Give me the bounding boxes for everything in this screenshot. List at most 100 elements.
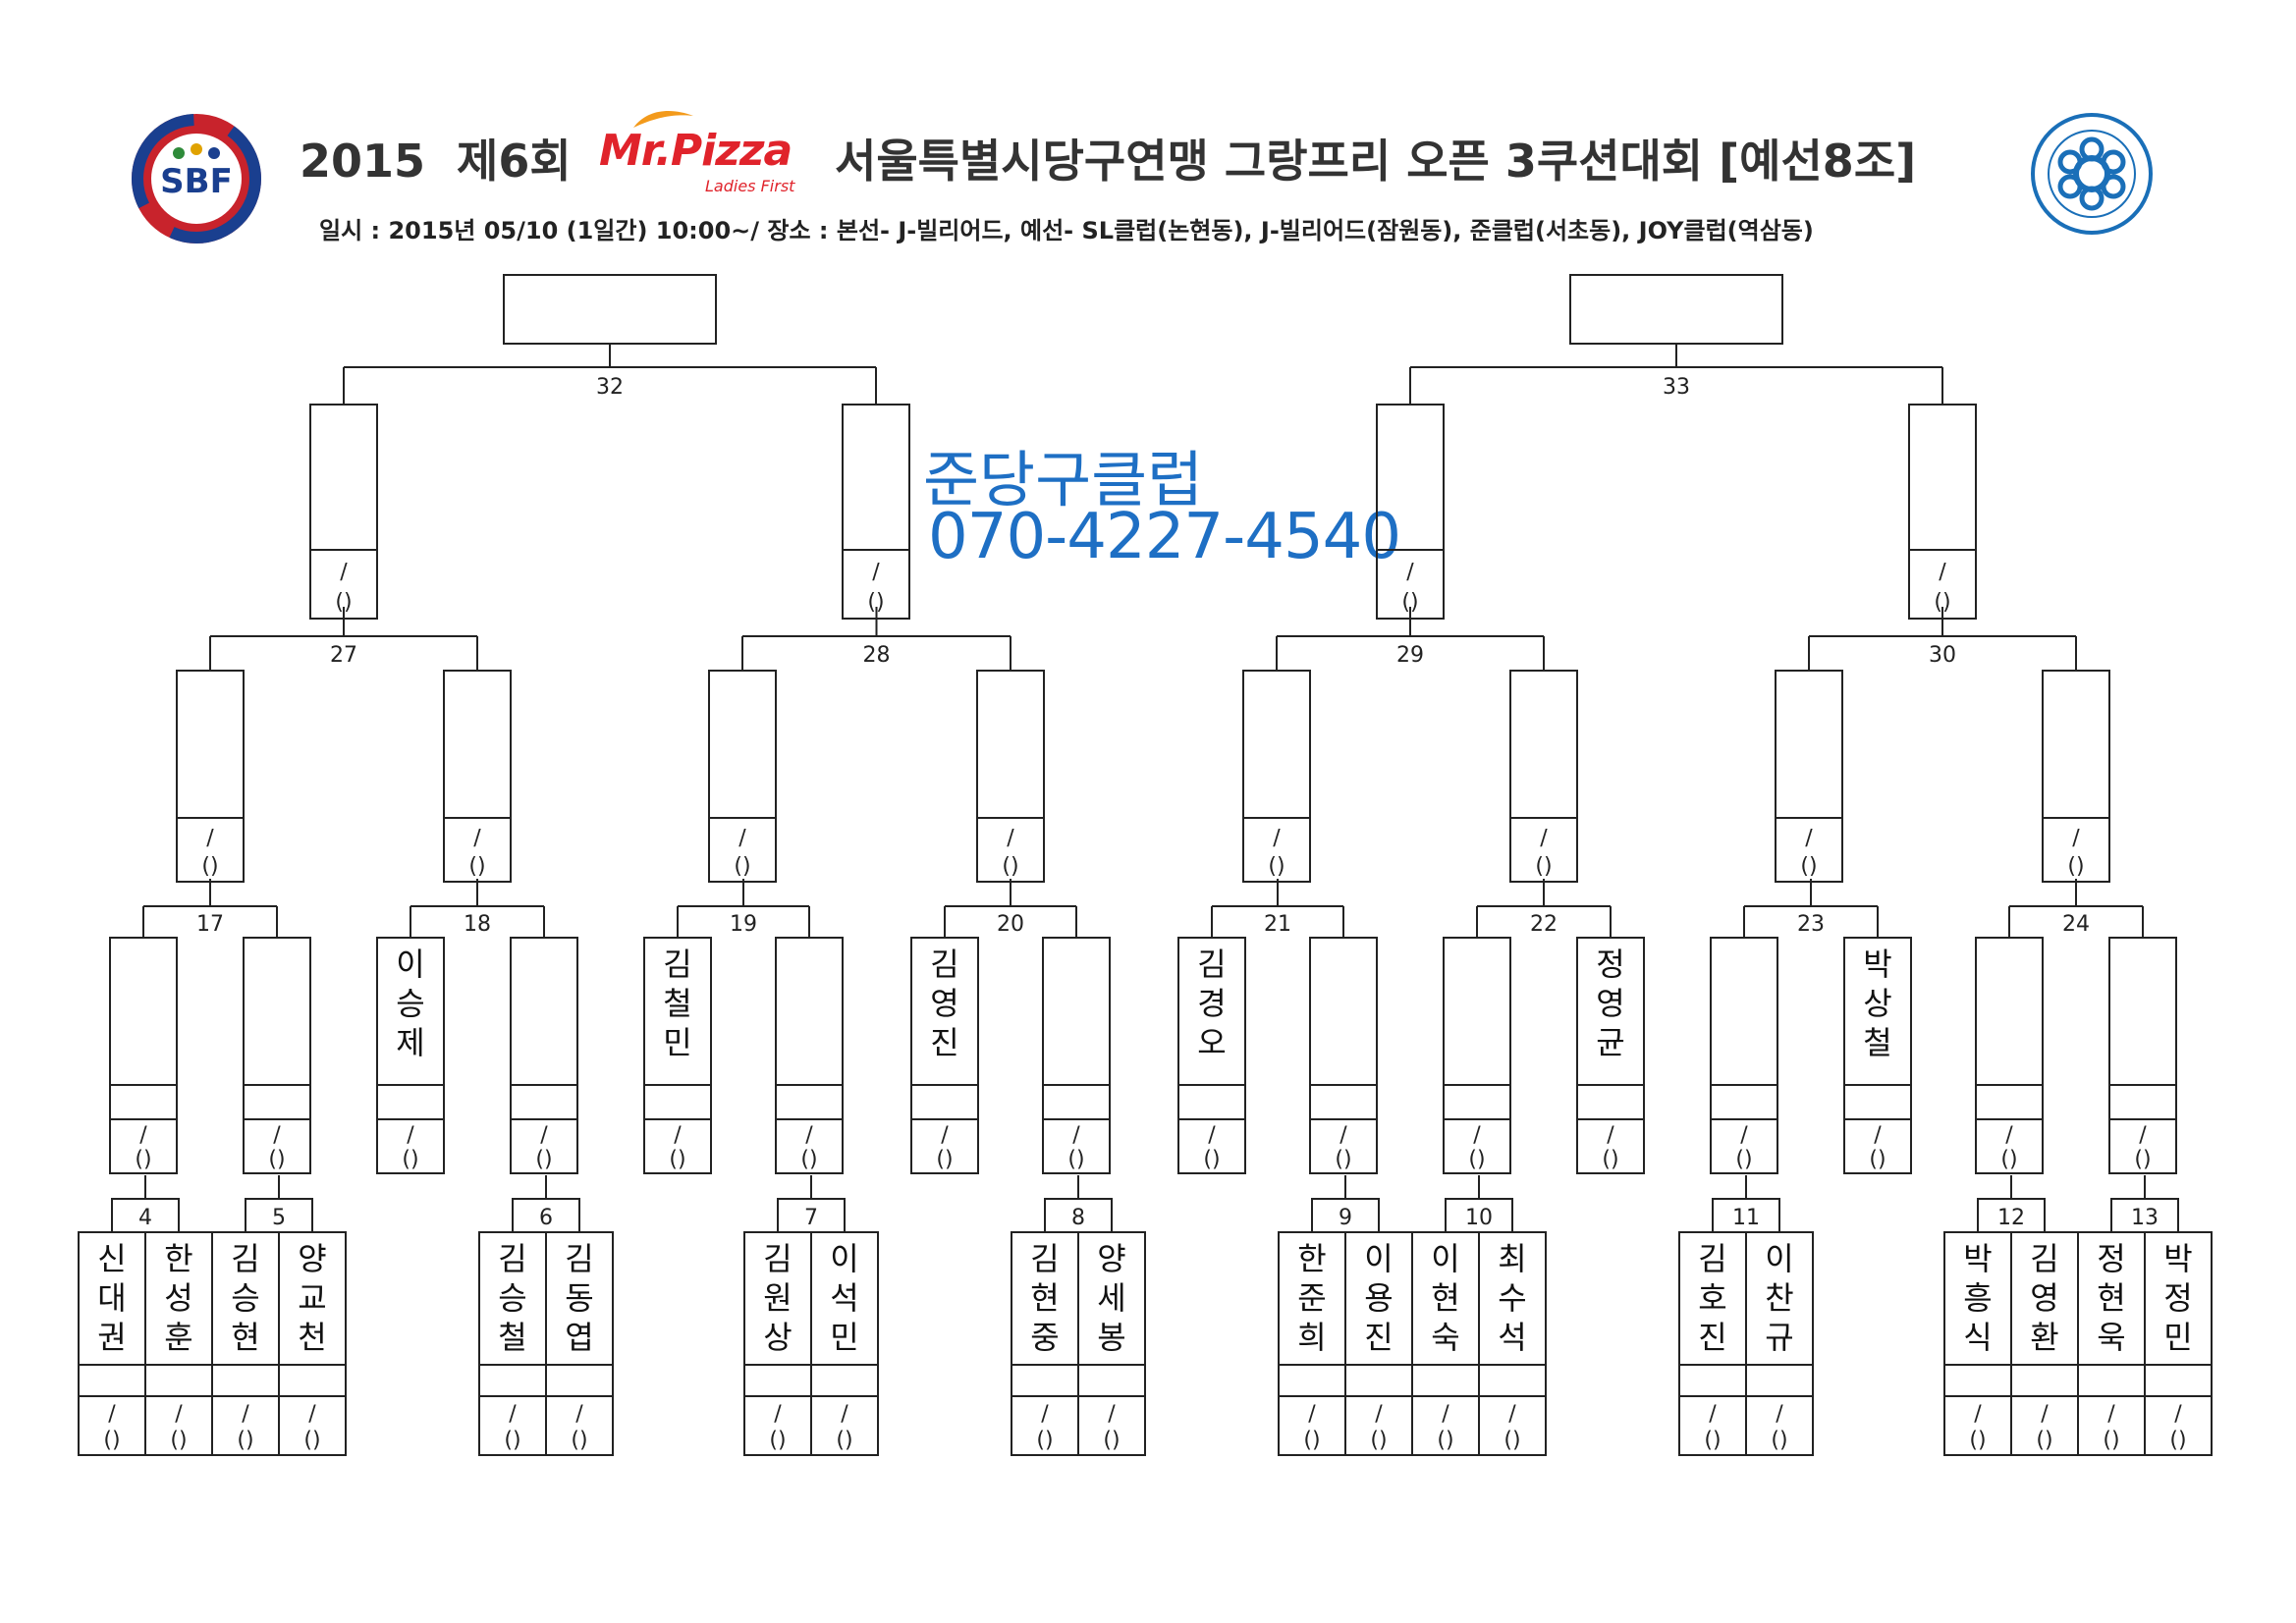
match-number: 8 bbox=[1071, 1206, 1085, 1230]
score-parentheses: () bbox=[1869, 1147, 1886, 1171]
score-parentheses: () bbox=[1002, 854, 1018, 879]
match-number: 9 bbox=[1339, 1206, 1352, 1230]
score-parentheses: () bbox=[2067, 854, 2084, 879]
player-box bbox=[810, 1231, 879, 1456]
score-slash-mark: / bbox=[1406, 560, 1414, 584]
score-slash-mark: / bbox=[841, 1402, 848, 1427]
match-number: 4 bbox=[138, 1206, 152, 1230]
score-slash-mark: / bbox=[941, 1123, 949, 1148]
score-slash-mark: / bbox=[1007, 826, 1014, 850]
match-number: 7 bbox=[804, 1206, 818, 1230]
score-parentheses: () bbox=[402, 1147, 418, 1171]
score-slash-mark: / bbox=[242, 1402, 249, 1427]
score-slash-mark: / bbox=[2107, 1402, 2115, 1427]
score-slash-mark: / bbox=[1308, 1402, 1316, 1427]
match-number: 20 bbox=[997, 912, 1024, 937]
score-slash-mark: / bbox=[2139, 1123, 2147, 1148]
title-edition: 제6회 bbox=[457, 135, 572, 188]
player-box bbox=[1745, 1231, 1814, 1456]
score-parentheses: () bbox=[2134, 1147, 2151, 1171]
score-slash-mark: / bbox=[1339, 1123, 1347, 1148]
match-number: 32 bbox=[596, 375, 624, 400]
score-slash-mark: / bbox=[1939, 560, 1946, 584]
score-slash-mark: / bbox=[1208, 1123, 1216, 1148]
player-box bbox=[1077, 1231, 1146, 1456]
player-box bbox=[309, 404, 378, 620]
sponsor-slogan: Ladies First bbox=[705, 177, 795, 195]
score-parentheses: () bbox=[237, 1429, 253, 1453]
score-slash-mark: / bbox=[1041, 1402, 1049, 1427]
match-number: 28 bbox=[863, 643, 891, 668]
score-parentheses: () bbox=[1503, 1429, 1520, 1453]
score-parentheses: () bbox=[1602, 1147, 1618, 1171]
score-slash-mark: / bbox=[308, 1402, 316, 1427]
score-slash-mark: / bbox=[774, 1402, 782, 1427]
score-slash-mark: / bbox=[2041, 1402, 2049, 1427]
score-parentheses: () bbox=[1704, 1429, 1721, 1453]
score-slash-mark: / bbox=[575, 1402, 583, 1427]
winner-box bbox=[503, 274, 717, 345]
match-number: 11 bbox=[1732, 1206, 1760, 1230]
score-parentheses: () bbox=[2000, 1147, 2017, 1171]
match-number: 33 bbox=[1663, 375, 1690, 400]
score-parentheses: () bbox=[1535, 854, 1552, 879]
score-slash-mark: / bbox=[175, 1402, 183, 1427]
score-slash-mark: / bbox=[1709, 1402, 1717, 1427]
player-box bbox=[842, 404, 910, 620]
score-slash-mark: / bbox=[738, 826, 746, 850]
match-number: 22 bbox=[1530, 912, 1558, 937]
score-slash-mark: / bbox=[1108, 1402, 1116, 1427]
score-parentheses: () bbox=[1067, 1147, 1084, 1171]
score-parentheses: () bbox=[936, 1147, 953, 1171]
player-box bbox=[1908, 404, 1977, 620]
match-number: 30 bbox=[1929, 643, 1956, 668]
document-title: 2015 제6회 서울특별시당구연맹 그랑프리 오픈 3쿠션대회 [예선8조] bbox=[300, 126, 1916, 190]
match-number: 12 bbox=[1997, 1206, 2025, 1230]
score-parentheses: () bbox=[1437, 1429, 1453, 1453]
score-parentheses: () bbox=[1103, 1429, 1120, 1453]
score-parentheses: () bbox=[1969, 1429, 1986, 1453]
match-number: 27 bbox=[330, 643, 357, 668]
score-parentheses: () bbox=[1268, 854, 1285, 879]
sbf-logo: SBF bbox=[132, 114, 261, 243]
score-parentheses: () bbox=[103, 1429, 120, 1453]
score-slash-mark: / bbox=[1974, 1402, 1982, 1427]
score-parentheses: () bbox=[1303, 1429, 1320, 1453]
score-slash-mark: / bbox=[340, 560, 348, 584]
score-slash-mark: / bbox=[2072, 826, 2080, 850]
score-slash-mark: / bbox=[108, 1402, 116, 1427]
score-slash-mark: / bbox=[2174, 1402, 2182, 1427]
score-parentheses: () bbox=[268, 1147, 285, 1171]
score-parentheses: () bbox=[1771, 1429, 1787, 1453]
score-slash-mark: / bbox=[805, 1123, 813, 1148]
match-number: 24 bbox=[2062, 912, 2090, 937]
winner-box bbox=[1569, 274, 1783, 345]
match-number: 18 bbox=[464, 912, 491, 937]
score-parentheses: () bbox=[734, 854, 750, 879]
score-parentheses: () bbox=[800, 1147, 817, 1171]
score-slash-mark: / bbox=[2005, 1123, 2013, 1148]
match-number: 10 bbox=[1465, 1206, 1493, 1230]
player-box bbox=[545, 1231, 614, 1456]
score-parentheses: () bbox=[1370, 1429, 1387, 1453]
title-year: 2015 bbox=[300, 135, 426, 188]
score-slash-mark: / bbox=[1508, 1402, 1516, 1427]
score-slash-mark: / bbox=[1072, 1123, 1080, 1148]
score-parentheses: () bbox=[2103, 1429, 2119, 1453]
score-parentheses: () bbox=[335, 590, 352, 615]
score-slash-mark: / bbox=[509, 1402, 517, 1427]
sponsor-brand: Mr.Pizza bbox=[599, 126, 793, 176]
score-parentheses: () bbox=[1800, 854, 1817, 879]
score-parentheses: () bbox=[571, 1429, 587, 1453]
